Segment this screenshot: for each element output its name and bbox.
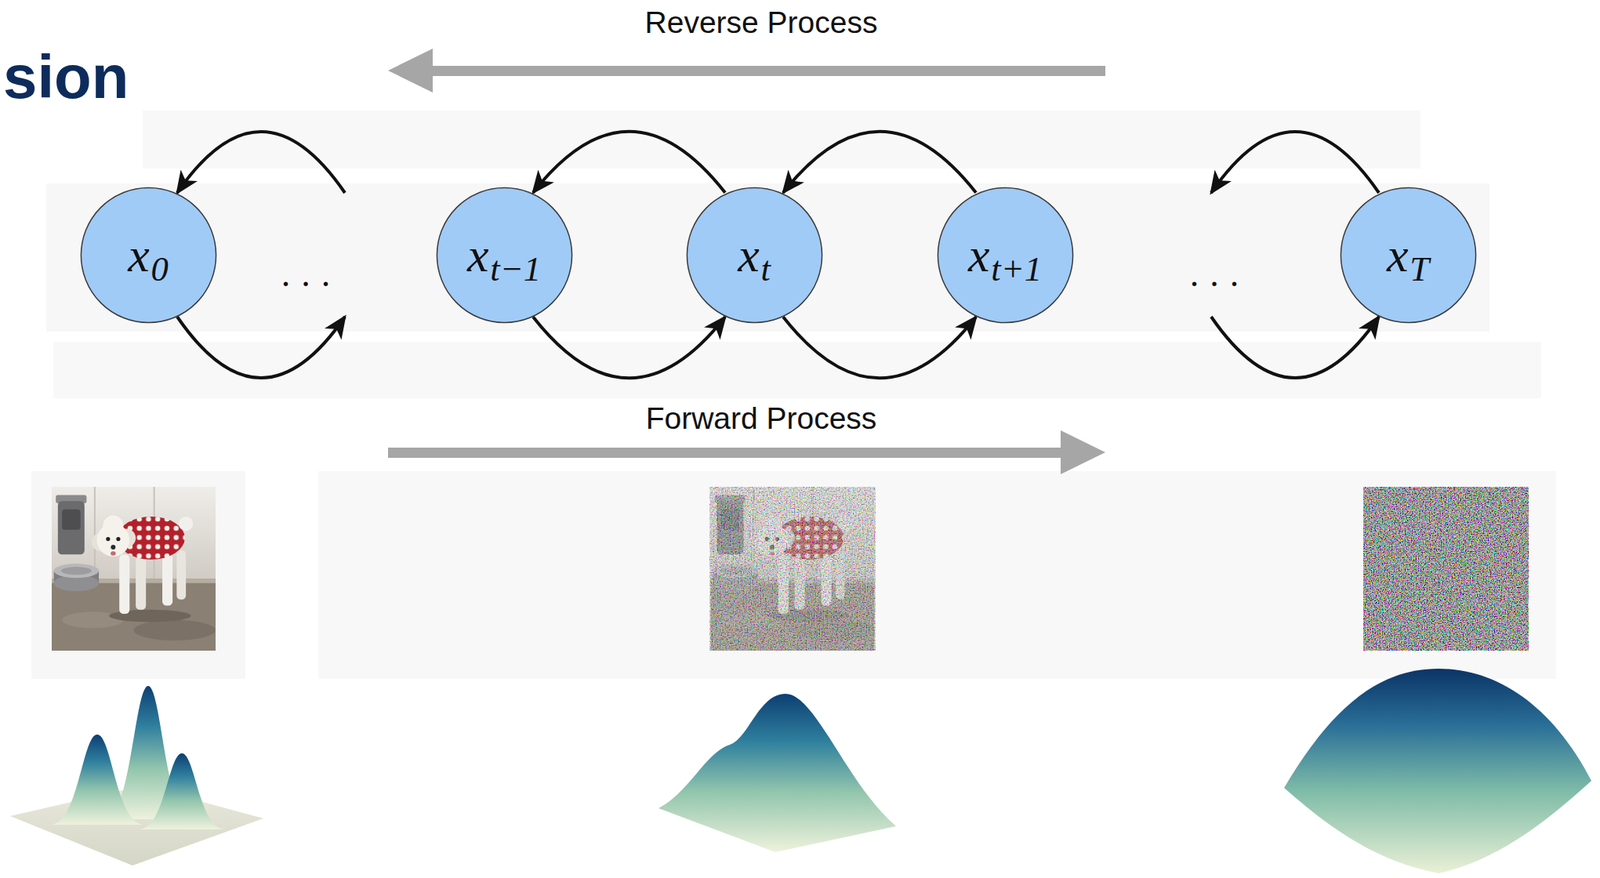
state-label: xt+1 <box>968 230 1042 280</box>
state-circle: xt <box>685 186 824 324</box>
state-circle: xt−1 <box>435 186 574 324</box>
state-label: xt <box>737 230 771 280</box>
clean-image <box>51 486 216 651</box>
state-circle: x0 <box>79 186 218 324</box>
circle-shape <box>937 187 1073 323</box>
data-distribution <box>10 685 264 866</box>
math-subscript: 0 <box>151 249 169 289</box>
math-subscript: t <box>760 249 770 289</box>
circle-shape <box>686 187 822 323</box>
forward-process-arrow <box>388 430 1106 475</box>
reverse-step-arrow <box>783 131 976 193</box>
math-variable: x <box>127 228 150 282</box>
state-circle: xT <box>1339 186 1477 324</box>
math-variable: x <box>737 228 760 282</box>
state-label: x0 <box>127 230 169 280</box>
math-subscript: t+1 <box>990 249 1042 289</box>
ellipsis: ... <box>281 256 342 293</box>
process-label: Forward Process <box>645 402 878 436</box>
background-band <box>142 110 1421 169</box>
background-band <box>53 341 1542 399</box>
state-label: xt−1 <box>467 230 541 280</box>
math-variable: x <box>467 228 490 282</box>
forward-step-arrow <box>1211 316 1379 378</box>
intermediate-distribution <box>658 693 897 853</box>
math-variable: x <box>968 228 991 282</box>
forward-step-arrow <box>177 316 345 378</box>
section-title: sion <box>3 46 129 108</box>
circle-shape <box>80 187 216 323</box>
pure-noise-image <box>1363 486 1529 651</box>
math-subscript: T <box>1409 249 1430 289</box>
circle-outline <box>1339 186 1477 324</box>
math-variable: x <box>1386 228 1409 282</box>
circle-shape <box>1340 187 1476 323</box>
background-band <box>318 471 1557 679</box>
background-band <box>46 183 1490 332</box>
gaussian-distribution <box>1284 668 1592 874</box>
reverse-step-arrow <box>1211 131 1379 193</box>
reverse-process-arrow <box>388 48 1106 93</box>
forward-step-arrow <box>783 316 976 378</box>
reverse-step-arrow <box>533 131 726 193</box>
math-subscript: t−1 <box>489 249 541 289</box>
noisy-image <box>709 486 876 651</box>
background-band <box>31 471 246 679</box>
forward-step-arrow <box>533 316 726 378</box>
reverse-step-arrow <box>177 131 345 193</box>
process-label: Reverse Process <box>645 6 879 40</box>
ellipsis: ... <box>1190 256 1251 293</box>
state-circle: xt+1 <box>936 186 1074 324</box>
state-label: xT <box>1386 230 1430 280</box>
circle-shape <box>436 187 572 323</box>
